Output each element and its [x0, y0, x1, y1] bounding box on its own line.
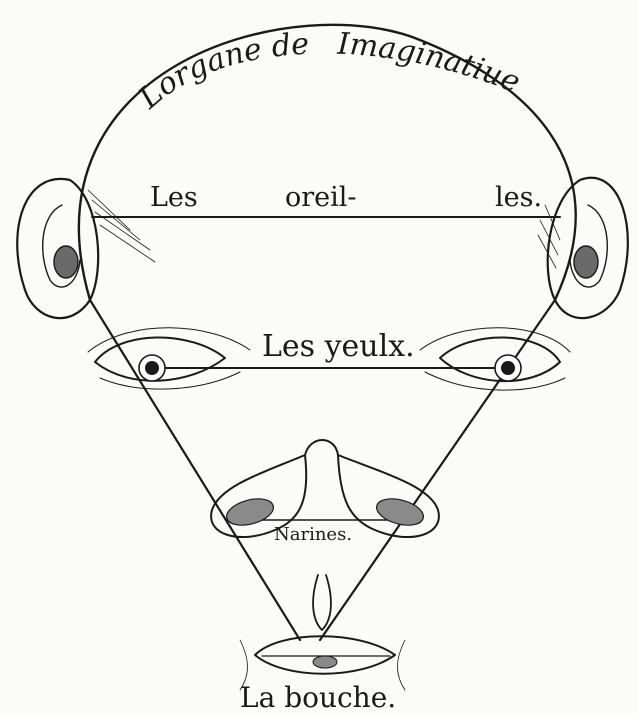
mouth — [240, 575, 405, 690]
nose-nostrils — [211, 440, 439, 537]
ears-label-mid: oreil- — [285, 182, 357, 213]
eyes-label: Les yeulx. — [262, 329, 415, 364]
ears-label-right: les. — [495, 182, 542, 213]
mouth-label: La bouche. — [240, 681, 396, 713]
right-ear — [538, 178, 628, 318]
imagination-label: Lorgane de Imaginatiue — [131, 26, 525, 116]
right-eye — [420, 328, 570, 390]
left-ear — [17, 179, 155, 318]
nostrils-label: Narines. — [274, 524, 352, 545]
ears-label-left: Les — [150, 182, 198, 213]
